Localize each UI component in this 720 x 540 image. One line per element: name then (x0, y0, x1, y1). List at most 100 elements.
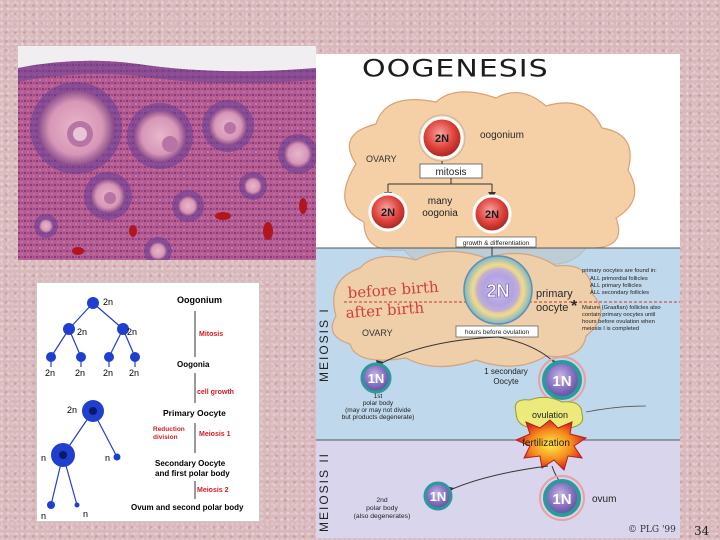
first-polar-body-text: 1st polar body (may or may not divide bu… (342, 393, 415, 421)
secondary-oocyte-cell: 1N (538, 356, 586, 404)
secondary-label-1: 1 secondary (484, 367, 528, 376)
second-polar-l3: (also degenerates) (354, 513, 411, 520)
ovum-cell: 1N (539, 475, 585, 521)
ploidy-polar: n (105, 453, 110, 463)
first-polar-body-cell (113, 453, 121, 461)
second-polar-body-cell (74, 502, 80, 508)
oogonium-cell: 2N (418, 114, 466, 162)
first-polar-body-cell: 1N (360, 362, 392, 394)
oogenesis-schematic: 2n 2n 2n 2n 2n 2n 2n 2n n n n n Oogonium… (36, 282, 260, 522)
note1-l2: ALL primordial follicles (590, 276, 648, 282)
ploidy-top: 2n (103, 297, 113, 307)
cell-l3a (46, 352, 56, 362)
follicle-large (30, 82, 122, 174)
secondary-label-2: Oocyte (493, 377, 519, 386)
label-reduction-1: Reduction (153, 426, 185, 433)
mitosis-arrows (387, 161, 493, 192)
ploidy-primary: 2n (67, 405, 77, 415)
ploidy-l2a: 2n (77, 327, 87, 337)
note1-l4: ALL secondary follicles (590, 290, 649, 296)
label-oogonia: Oogonia (177, 360, 210, 369)
ploidy-polar2: n (83, 509, 88, 519)
label-oogonium: Oogonium (177, 295, 222, 305)
note2-l3: hours before ovulation when (582, 319, 655, 325)
label-meiosis-2: Meiosis 2 (197, 487, 229, 494)
copyright-label: © PLG '99 (628, 525, 676, 535)
first-polar-l4: but products degenerate) (342, 414, 415, 421)
ploidy-l3d: 2n (129, 368, 139, 378)
note2-l2: contain primary oocytes until (582, 312, 655, 318)
label-secondary-oocyte-1: Secondary Oocyte (155, 459, 226, 468)
note2-l1: Mature (Graafian) follicles also (582, 305, 661, 311)
cell-1n-label: 1N (430, 489, 447, 504)
second-polar-l1: 2nd (376, 497, 388, 504)
ovary-tissue-micrograph-icon (18, 46, 316, 260)
cell-l2b (117, 323, 129, 335)
growth-label: growth & differentiation (463, 240, 530, 247)
label-meiosis-1: Meiosis 1 (199, 431, 231, 438)
cell-2n-label: 2N (486, 281, 509, 301)
label-ovum: Ovum and second polar body (131, 503, 244, 512)
note1-l3: ALL primary follicles (590, 283, 642, 289)
cell-1n-label: 1N (552, 491, 571, 508)
second-polar-body-cell: 1N (423, 481, 453, 511)
ploidy-secondary: n (41, 453, 46, 463)
label-reduction-2: division (153, 434, 178, 441)
oogonium-label: oogonium (480, 130, 524, 141)
mitosis-label: mitosis (435, 167, 466, 178)
cells (46, 297, 140, 509)
cell-2n-label: 2N (485, 209, 499, 221)
note-primary-oocytes: primary oocytes are found in: ALL primor… (582, 268, 657, 296)
hours-label: hours before ovulation (465, 329, 530, 336)
note1-l1: primary oocytes are found in: (582, 268, 657, 274)
note2-l4: meiosis I is completed (582, 326, 639, 332)
label-mitosis: Mitosis (199, 331, 223, 338)
ploidy-l2b: 2n (127, 327, 137, 337)
meiosis-i-label: MEIOSIS I (317, 307, 331, 382)
follicle-medium (127, 103, 193, 169)
cell-1n-label: 1N (368, 371, 385, 386)
ovary-label: OVARY (366, 154, 397, 164)
cell-2n-label: 2N (381, 207, 395, 219)
cell-l2a (63, 323, 75, 335)
fertilization-starburst (514, 419, 588, 471)
follicle-small-1 (172, 190, 204, 222)
meiosis-ii-label: MEIOSIS II (317, 452, 331, 532)
ploidy-labels: 2n 2n 2n 2n 2n 2n 2n 2n n n n n (41, 297, 139, 521)
cell-l3b (76, 352, 86, 362)
page-number: 34 (694, 524, 710, 538)
ploidy-l3a: 2n (45, 368, 55, 378)
cell-1n-label: 1N (552, 373, 571, 390)
second-polar-l2: polar body (366, 505, 398, 512)
follicle-far-right (278, 134, 316, 174)
ovum-cell (47, 501, 55, 509)
ovary-label-2: OVARY (362, 328, 393, 338)
label-primary-oocyte: Primary Oocyte (163, 408, 226, 418)
primary-oocyte-cell: 2N (463, 255, 533, 325)
ovum-label: ovum (592, 494, 616, 505)
oogonia-label: oogonia (422, 208, 458, 219)
diagram-title: OOGENESIS (362, 55, 549, 82)
follicle-small-3 (144, 237, 172, 260)
first-polar-l3: (may or may not divide (345, 407, 411, 414)
ploidy-ovum: n (41, 511, 46, 521)
ovulation-label: ovulation (532, 410, 568, 420)
ovary-micrograph (18, 46, 316, 260)
fertilization-label: fertilization (522, 438, 570, 449)
follicle-small-2 (239, 172, 267, 200)
oogonia-cell-left: 2N (368, 192, 408, 232)
blood-vessels (72, 198, 307, 255)
oogenesis-diagram: OOGENESIS MEIOSIS I MEIOSIS II OVARY OVA… (316, 54, 680, 538)
first-polar-l1: 1st (374, 393, 383, 400)
first-polar-l2: polar body (363, 400, 394, 407)
label-cell-growth: cell growth (197, 389, 234, 396)
primary-label-2: oocyte (536, 302, 568, 314)
second-polar-body-text: 2nd polar body (also degenerates) (354, 497, 411, 520)
cell-l3c (104, 352, 114, 362)
ploidy-l3b: 2n (75, 368, 85, 378)
many-label: many (428, 196, 452, 207)
note-mature-follicles: Mature (Graafian) follicles also contain… (582, 305, 661, 332)
meiosis-i-arrows (379, 336, 557, 365)
oogonium-cell (87, 297, 99, 309)
meiosis-ii-band (316, 440, 680, 538)
